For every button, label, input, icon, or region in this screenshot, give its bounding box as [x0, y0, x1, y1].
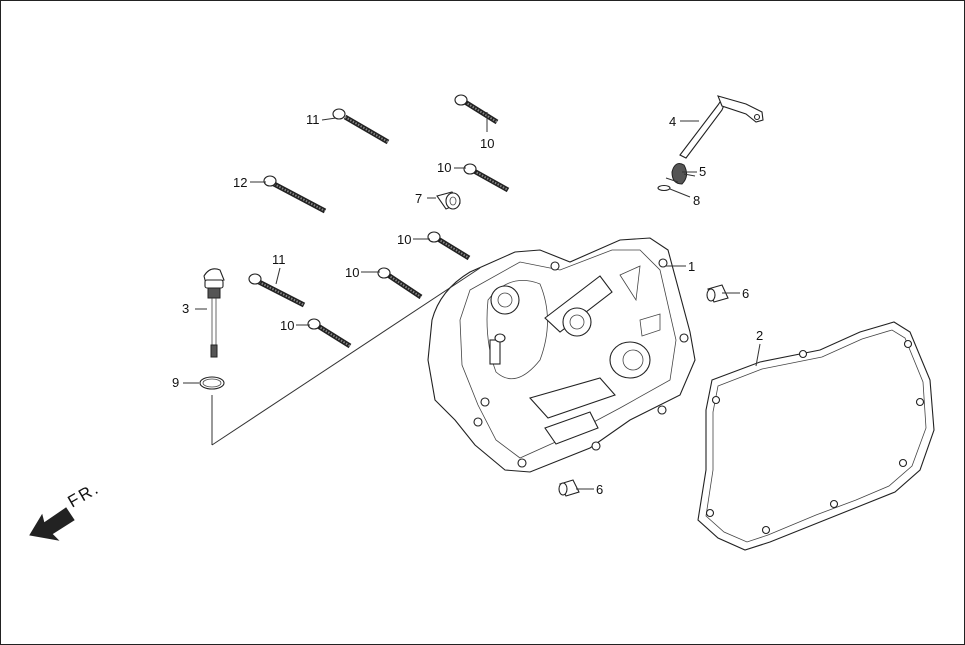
- bolt-10-center: [427, 231, 471, 261]
- collar-7: [436, 191, 461, 210]
- front-direction-indicator: FR.: [29, 478, 103, 541]
- callout-11a: 11: [306, 112, 320, 127]
- bolt-11-top: [332, 108, 390, 145]
- callout-4: 4: [669, 114, 676, 129]
- callout-9: 9: [172, 375, 179, 390]
- callout-1: 1: [688, 259, 695, 274]
- lever-4: [679, 95, 764, 159]
- callout-10b: 10: [437, 160, 451, 175]
- callout-10c: 10: [397, 232, 411, 247]
- front-label: FR.: [65, 478, 103, 511]
- bolt-10-lower: [377, 267, 423, 300]
- o-ring-9: [199, 376, 225, 390]
- oil-dipstick-3: [203, 268, 225, 358]
- bolt-11-left: [248, 273, 306, 308]
- callout-10a: 10: [480, 136, 494, 151]
- callout-2: 2: [756, 328, 763, 343]
- gasket-2: [697, 321, 935, 551]
- bolt-10-mid: [463, 163, 510, 193]
- callout-6a: 6: [742, 286, 749, 301]
- callout-6b: 6: [596, 482, 603, 497]
- dowel-6-upper: [706, 284, 729, 303]
- callout-3: 3: [182, 301, 189, 316]
- reference-lines: [211, 267, 481, 446]
- pin-8: [657, 184, 671, 192]
- leader-lines: [183, 112, 761, 490]
- callout-10d: 10: [345, 265, 359, 280]
- callout-labels: 1 2 3 4 5 6 6 7 8 9 10 10 10 10 10 11 11…: [172, 112, 763, 497]
- callout-5: 5: [699, 164, 706, 179]
- callout-11b: 11: [272, 252, 286, 267]
- bolt-10-top: [454, 94, 499, 125]
- bolt-10-bottom: [307, 318, 352, 349]
- callout-7: 7: [415, 191, 422, 206]
- crankcase-cover-1: [427, 237, 696, 473]
- callout-10e: 10: [280, 318, 294, 333]
- bolt-12: [263, 175, 327, 214]
- front-arrow-icon: [29, 507, 75, 541]
- dowel-6-lower: [558, 479, 580, 497]
- callout-12: 12: [233, 175, 247, 190]
- callout-8: 8: [693, 193, 700, 208]
- spring-5: [665, 163, 696, 185]
